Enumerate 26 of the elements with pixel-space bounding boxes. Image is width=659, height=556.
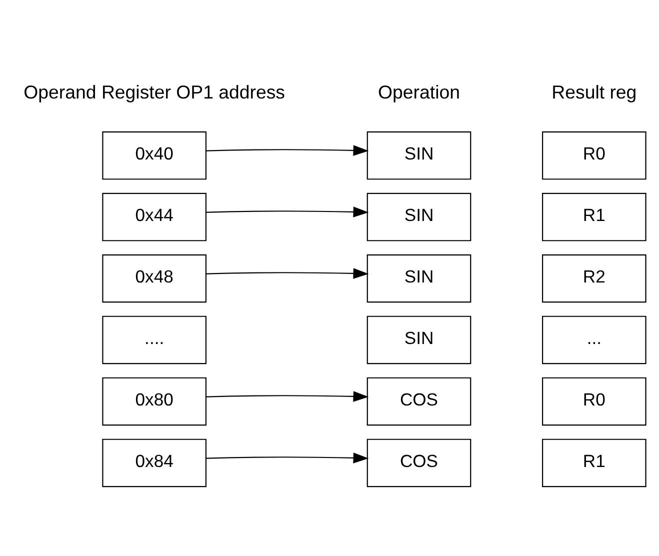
- node-box: R2: [542, 254, 646, 302]
- node-box: 0x48: [102, 254, 206, 302]
- node-box: R0: [542, 130, 646, 180]
- arrow: [206, 144, 369, 156]
- label: Operand Register OP1 address: [24, 81, 286, 102]
- arrow: [206, 390, 369, 402]
- arrow: [206, 452, 369, 463]
- node-box: COS: [366, 376, 472, 426]
- node-box: SIN: [366, 192, 472, 241]
- node-box: R0: [542, 376, 646, 426]
- node-box: COS: [366, 438, 472, 487]
- node-box: ...: [542, 315, 646, 364]
- node-box: R1: [542, 192, 646, 241]
- label: Operation: [378, 81, 460, 102]
- node-box: 0x80: [102, 376, 206, 426]
- node-box: ....: [102, 315, 206, 364]
- node-box: SIN: [366, 254, 472, 302]
- node-box: SIN: [366, 315, 472, 364]
- label: Result reg: [552, 81, 637, 102]
- arrow: [206, 206, 369, 217]
- arrow: [206, 268, 369, 278]
- node-box: 0x40: [102, 130, 206, 180]
- node-box: 0x44: [102, 192, 206, 241]
- node-box: 0x84: [102, 438, 206, 487]
- node-box: R1: [542, 438, 646, 487]
- node-box: SIN: [366, 130, 472, 180]
